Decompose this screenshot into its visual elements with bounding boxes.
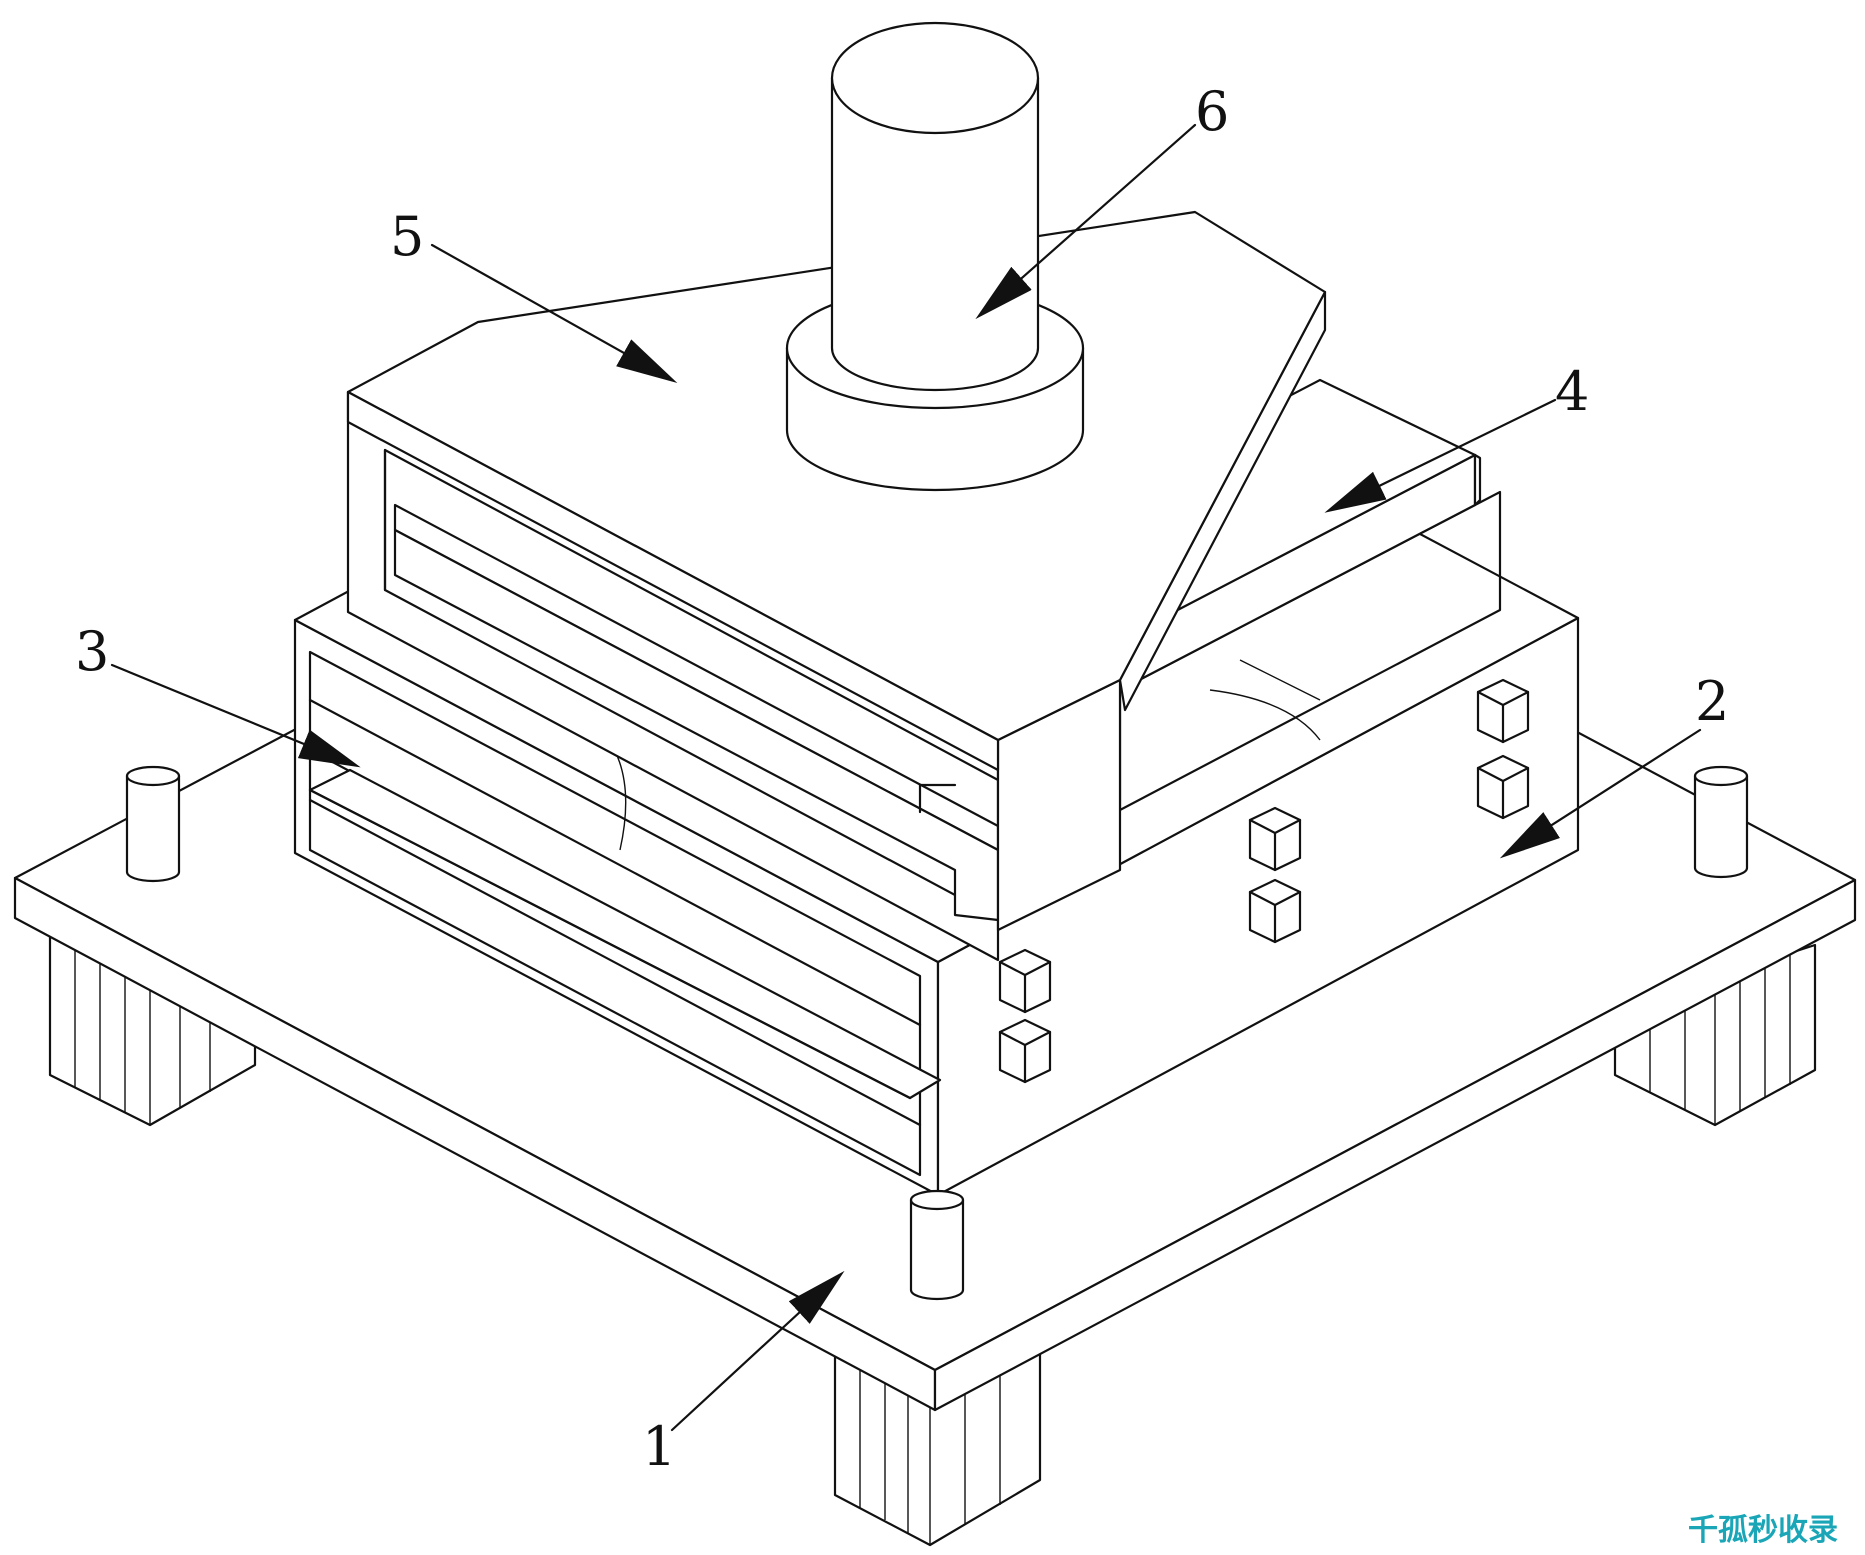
- base-plate-front-right: [933, 878, 1857, 1412]
- leader-4: [1324, 398, 1557, 513]
- leader-5: [430, 243, 678, 384]
- callout-2: 2: [1695, 670, 1729, 733]
- leader-1: [670, 1270, 845, 1432]
- leg-right: [1613, 943, 1817, 1127]
- hydraulic-cylinder: [785, 21, 1085, 492]
- corner-post-right: [1693, 765, 1749, 879]
- callout-5: 5: [390, 205, 424, 268]
- leg-front: [833, 1343, 1042, 1547]
- drawer-tray: [308, 768, 942, 1100]
- leader-2: [1499, 728, 1702, 859]
- corner-post-left: [125, 765, 181, 883]
- leader-3: [110, 663, 361, 768]
- callout-6: 6: [1195, 80, 1229, 143]
- callout-1: 1: [642, 1415, 676, 1478]
- watermark-text: 千孤秒收录: [1688, 1513, 1838, 1548]
- button-cluster: [998, 678, 1530, 1084]
- corner-post-front: [909, 1189, 965, 1301]
- callout-labels: 1 2 3 4 5 6: [75, 80, 1729, 1478]
- leader-6: [975, 123, 1197, 320]
- leader-lines: [110, 123, 1702, 1432]
- callout-3: 3: [75, 620, 109, 683]
- callout-4: 4: [1555, 360, 1589, 423]
